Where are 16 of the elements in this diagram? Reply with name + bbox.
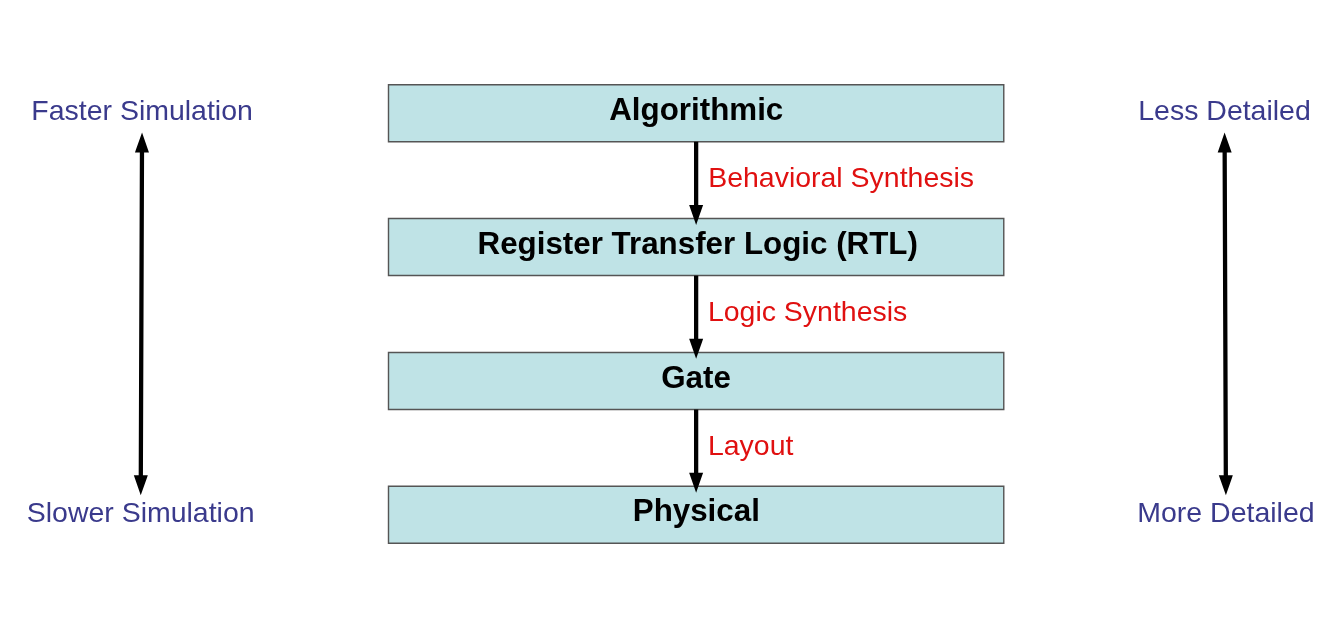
node-text: More Detailed [1137, 495, 1315, 528]
arrow [689, 409, 704, 493]
edge-label: Behavioral Synthesis [708, 161, 975, 194]
arrow [133, 132, 149, 496]
edge-label: Logic Synthesis [707, 295, 908, 328]
node-text: Faster Simulation [31, 94, 253, 127]
arrow [689, 141, 704, 225]
node-box: Register Transfer Logic (RTL) [387, 217, 1005, 277]
arrow [1217, 132, 1233, 496]
node-box: Algorithmic [387, 84, 1005, 143]
node-box: Physical [387, 485, 1005, 544]
node-text: Less Detailed [1138, 94, 1311, 127]
node-box: Gate [387, 351, 1005, 411]
edge-label: Layout [707, 429, 794, 461]
node-text: Slower Simulation [26, 495, 255, 528]
arrow [689, 275, 704, 359]
